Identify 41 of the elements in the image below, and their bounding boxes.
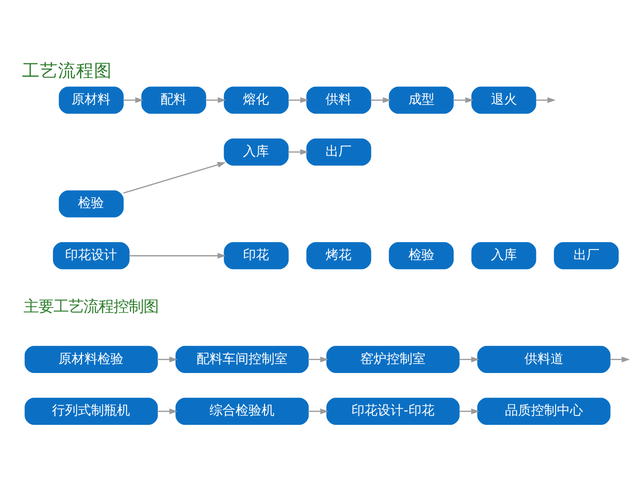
arrow: [123, 96, 144, 103]
node-box: 烤花: [306, 242, 372, 269]
node-box: 综合检验机: [176, 397, 309, 424]
label: 主要工艺流程控制图: [24, 297, 159, 316]
node-box: 印花: [224, 242, 289, 269]
arrow: [460, 356, 480, 362]
node-box: 熔化: [224, 86, 289, 114]
node-box: 成型: [388, 86, 454, 114]
node-box: 印花设计-印花: [326, 397, 460, 424]
arrow: [157, 356, 178, 362]
arrow: [460, 408, 480, 414]
diagram-title: 工艺流程图: [22, 61, 112, 82]
node-box: 入库: [471, 242, 536, 269]
node-box: 出厂: [306, 138, 372, 166]
arrow: [536, 96, 556, 103]
node-box: 配料车间控制室: [176, 345, 309, 373]
arrow: [288, 148, 309, 154]
arrow: [157, 408, 178, 414]
arrow: [129, 252, 226, 258]
arrow: [308, 356, 328, 362]
arrow: [610, 356, 630, 362]
node-box: 行列式制瓶机: [24, 397, 158, 424]
node-box: 检验: [388, 242, 454, 269]
arrow: [370, 96, 392, 103]
node-box: 配料: [141, 86, 206, 114]
node-box: 原材料检验: [24, 345, 158, 373]
node-box: 退火: [471, 86, 536, 114]
node-box: 供料: [306, 86, 372, 114]
node-box: 检验: [58, 190, 124, 217]
arrow: [453, 96, 474, 103]
node-box: 印花设计: [52, 242, 130, 269]
node-box: 出厂: [554, 242, 619, 269]
arrow: [308, 408, 328, 414]
node-box: 原材料: [58, 86, 124, 114]
arrow: [206, 96, 226, 103]
arrow: [123, 161, 226, 194]
node-box: 入库: [224, 138, 289, 166]
node-box: 窑炉控制室: [326, 345, 460, 373]
arrow: [288, 96, 309, 103]
node-box: 供料道: [477, 345, 610, 373]
node-box: 品质控制中心: [477, 397, 610, 424]
